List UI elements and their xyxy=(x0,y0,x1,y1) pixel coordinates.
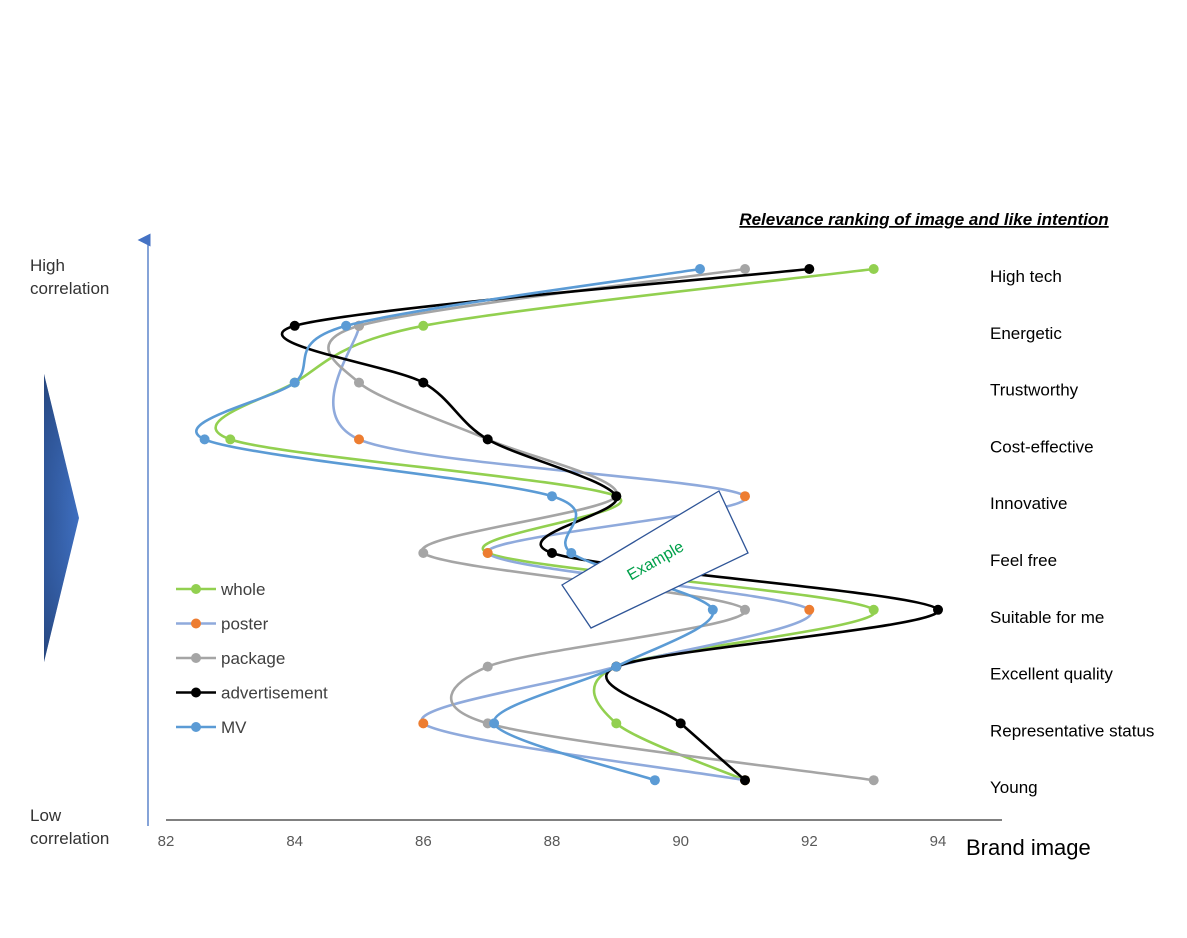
legend-label: whole xyxy=(220,580,265,599)
low-correlation-line-1: Low xyxy=(30,806,62,825)
data-point xyxy=(675,718,686,729)
data-point xyxy=(341,320,352,331)
data-point xyxy=(418,377,429,388)
legend-label: advertisement xyxy=(221,684,328,703)
category-label: Young xyxy=(990,778,1038,797)
data-point xyxy=(418,718,429,729)
category-label: Trustworthy xyxy=(990,381,1079,400)
category-label: Innovative xyxy=(990,494,1068,513)
data-point xyxy=(740,264,750,274)
legend-label: MV xyxy=(221,718,247,737)
chart-title: Relevance ranking of image and like inte… xyxy=(739,210,1108,229)
x-tick-label: 84 xyxy=(286,833,303,850)
data-point xyxy=(418,548,429,558)
x-tick-label: 90 xyxy=(672,833,689,850)
data-point xyxy=(868,775,879,786)
x-tick-label: 82 xyxy=(158,833,175,850)
example-annotation: Example xyxy=(561,490,749,629)
low-correlation-label: Low correlation xyxy=(30,806,109,848)
data-point xyxy=(611,718,622,729)
data-point xyxy=(547,548,557,558)
series-mv xyxy=(195,264,718,786)
category-label: High tech xyxy=(990,267,1062,286)
series-line xyxy=(195,267,715,782)
x-tick-label: 88 xyxy=(544,833,561,850)
data-point xyxy=(289,377,300,388)
x-axis-label: Brand image xyxy=(966,835,1091,860)
data-point xyxy=(482,434,493,445)
data-point xyxy=(707,604,718,615)
high-correlation-label: High correlation xyxy=(30,256,109,298)
category-label: Representative status xyxy=(990,721,1154,740)
data-point xyxy=(649,775,660,786)
x-tick-label: 94 xyxy=(930,833,947,850)
legend-item: MV xyxy=(176,718,247,737)
data-point xyxy=(354,377,364,388)
data-point xyxy=(354,434,364,445)
high-correlation-line-1: High xyxy=(30,256,65,275)
x-tick-label: 86 xyxy=(415,833,432,850)
data-point xyxy=(482,548,493,558)
high-correlation-line-2: correlation xyxy=(30,279,109,298)
data-point xyxy=(566,548,577,558)
legend-swatch-marker xyxy=(191,653,201,663)
category-label: Feel free xyxy=(990,551,1057,570)
data-point xyxy=(740,491,750,502)
series-line xyxy=(281,267,940,782)
correlation-direction-triangle xyxy=(44,374,79,662)
series-package xyxy=(327,264,879,786)
legend-label: package xyxy=(221,649,285,668)
x-tick-labels: 82 84 86 88 90 92 94 xyxy=(158,833,947,850)
data-point xyxy=(868,264,879,274)
data-point xyxy=(547,491,557,502)
data-point xyxy=(695,264,705,274)
legend-label: poster xyxy=(221,615,269,634)
data-point xyxy=(933,604,943,615)
legend-item: whole xyxy=(176,580,265,599)
series-layer xyxy=(195,264,943,786)
category-labels: High techEnergeticTrustworthyCost-effect… xyxy=(990,267,1154,797)
x-tick-label: 92 xyxy=(801,833,818,850)
data-point xyxy=(418,320,429,331)
data-point xyxy=(611,491,622,502)
data-point xyxy=(740,775,750,786)
legend-item: package xyxy=(176,649,285,668)
legend-swatch-marker xyxy=(191,584,201,594)
category-label: Suitable for me xyxy=(990,608,1104,627)
series-line xyxy=(214,267,876,782)
data-point xyxy=(804,264,815,274)
series-whole xyxy=(214,264,879,786)
legend-swatch-marker xyxy=(191,687,201,698)
data-point xyxy=(740,604,750,615)
legend-item: poster xyxy=(176,615,269,634)
data-point xyxy=(289,320,300,331)
data-point xyxy=(225,434,236,445)
category-label: Energetic xyxy=(990,324,1062,343)
data-point xyxy=(199,434,210,445)
legend-swatch-marker xyxy=(191,722,201,732)
data-point xyxy=(804,604,815,615)
legend-swatch-marker xyxy=(191,618,201,629)
series-line xyxy=(327,267,875,782)
low-correlation-line-2: correlation xyxy=(30,829,109,848)
category-label: Cost-effective xyxy=(990,437,1094,456)
legend-item: advertisement xyxy=(176,684,328,703)
category-label: Excellent quality xyxy=(990,665,1113,684)
data-point xyxy=(489,718,500,729)
data-point xyxy=(482,661,493,672)
data-point xyxy=(868,604,879,615)
data-point xyxy=(611,661,622,672)
